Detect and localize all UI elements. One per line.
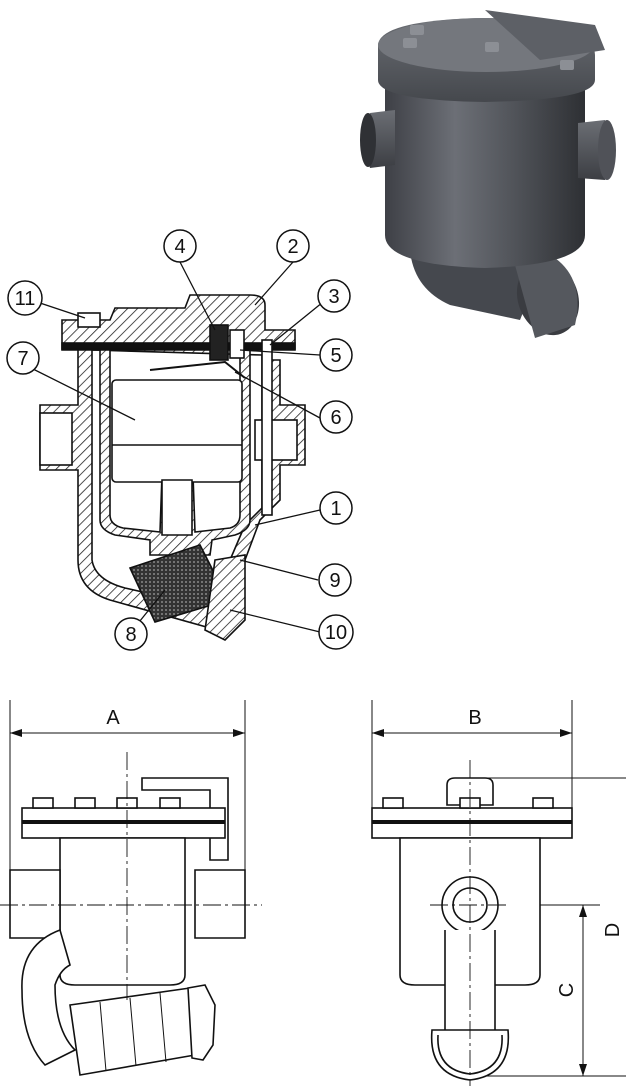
callout-1: 1 [319,491,353,525]
svg-text:10: 10 [325,622,347,644]
callout-11: 11 [7,280,43,316]
callout-8: 8 [114,617,148,651]
svg-text:11: 11 [15,288,36,310]
callout-5: 5 [319,338,353,372]
bolt-icon [410,25,424,35]
svg-text:D: D [602,923,624,937]
callout-9: 9 [318,563,352,597]
svg-text:8: 8 [125,624,136,646]
dimension-b-label: B [468,707,481,729]
callout-7: 7 [6,341,40,375]
svg-text:7: 7 [17,348,28,370]
svg-text:A: A [106,707,120,729]
svg-text:4: 4 [174,236,185,258]
dimension-d-label: D [602,923,624,937]
svg-text:6: 6 [330,407,341,429]
svg-text:3: 3 [328,286,339,308]
dimension-c-label: C [556,983,578,997]
bolt-icon [560,60,574,70]
side-view [371,700,626,1086]
callout-10: 10 [318,614,354,650]
cross-section [39,294,306,641]
svg-text:2: 2 [287,236,298,258]
svg-text:5: 5 [330,345,341,367]
product-render [360,10,616,338]
callout-6: 6 [319,400,353,434]
dimension-a-label: A [106,707,120,729]
svg-text:C: C [556,983,578,997]
callout-2: 2 [276,229,310,263]
callout-4: 4 [163,229,197,263]
svg-text:B: B [468,707,481,729]
front-view [0,700,262,1076]
bolt-icon [403,38,417,48]
svg-text:1: 1 [330,498,341,520]
callout-3: 3 [317,279,351,313]
svg-text:9: 9 [329,570,340,592]
callout-leaders [24,261,329,633]
bolt-icon [485,42,499,52]
